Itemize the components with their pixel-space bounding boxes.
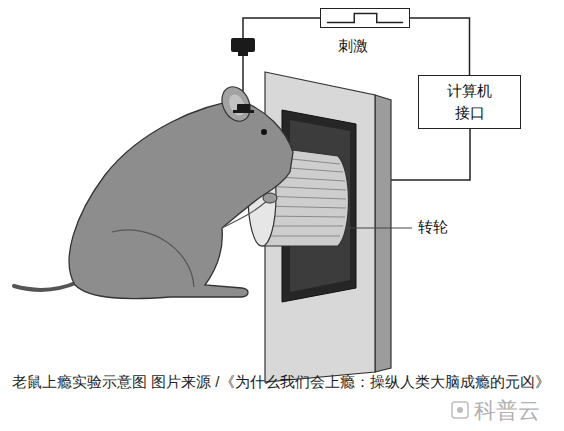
rat-body: [69, 100, 293, 299]
electrode: [233, 110, 254, 113]
caption: 老鼠上瘾实验示意图 图片来源 /《为什么我们会上瘾：操纵人类大脑成瘾的元凶》: [12, 370, 552, 393]
box-text: 计算机 接口: [445, 80, 495, 124]
rat-tail: [14, 282, 78, 290]
leader-line: [345, 228, 412, 229]
electrode: [237, 104, 250, 111]
connector-block: [238, 52, 248, 56]
rat-leg: [112, 230, 194, 287]
connector-block: [231, 38, 255, 52]
signal-wire: [390, 126, 470, 180]
stimulus-label: 刺激: [321, 37, 385, 56]
interface-box: 计算机 接口: [418, 75, 521, 129]
frame-side: [375, 95, 391, 372]
connector-wire: [410, 18, 470, 75]
rat-arm: [222, 200, 268, 228]
electrode-wire: [243, 18, 320, 40]
watermark-icon: [457, 407, 463, 413]
stimulus-box: 刺激: [320, 8, 410, 28]
pulse-symbol: [327, 14, 403, 23]
rat-ear: [217, 82, 256, 126]
watermark-icon: [452, 402, 468, 418]
pulse-symbol: [321, 9, 409, 27]
watermark: 科普云: [474, 396, 540, 426]
rat-paw: [263, 193, 277, 203]
rat-eye: [261, 129, 267, 135]
part-label: 转轮: [418, 218, 448, 237]
